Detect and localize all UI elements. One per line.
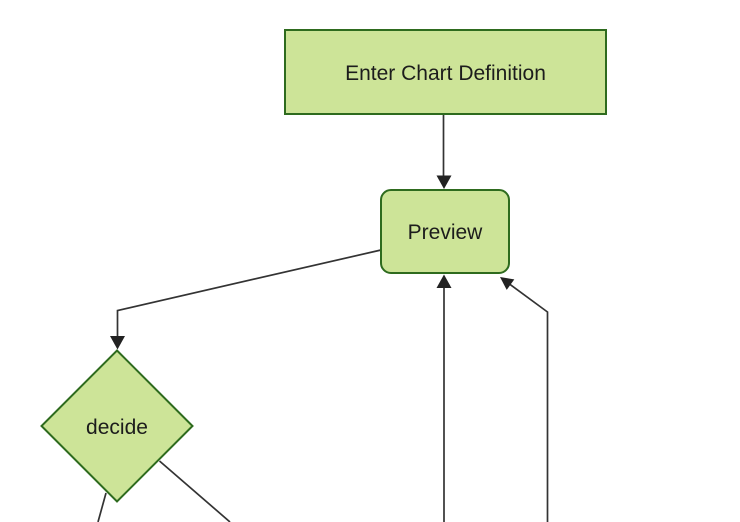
node-enter-chart-definition-shape bbox=[284, 29, 607, 115]
edge-preview-to-decide bbox=[116, 249, 382, 337]
arrowhead-preview-corner-icon bbox=[500, 277, 515, 290]
node-decide-label: decide bbox=[86, 416, 148, 439]
node-preview-label: Preview bbox=[408, 221, 484, 244]
edge-decide-to-offscreen-left bbox=[97, 492, 107, 522]
arrowhead-preview-bottom-icon bbox=[436, 274, 452, 288]
arrowhead-preview-top-icon bbox=[436, 175, 452, 189]
node-enter-chart-definition-label: Enter Chart Definition bbox=[345, 62, 546, 85]
edge-decide-to-offscreen-right bbox=[158, 460, 231, 522]
edge-offscreen-right-to-preview bbox=[501, 277, 549, 522]
node-preview-shape bbox=[380, 189, 510, 274]
node-enter-chart-definition: Enter Chart Definition bbox=[284, 29, 607, 115]
node-preview: Preview bbox=[380, 189, 510, 274]
edge-layer bbox=[97, 114, 549, 522]
node-decide: decide bbox=[40, 349, 194, 503]
node-decide-shape bbox=[40, 349, 194, 503]
arrowhead-decide-top-icon bbox=[110, 336, 125, 350]
